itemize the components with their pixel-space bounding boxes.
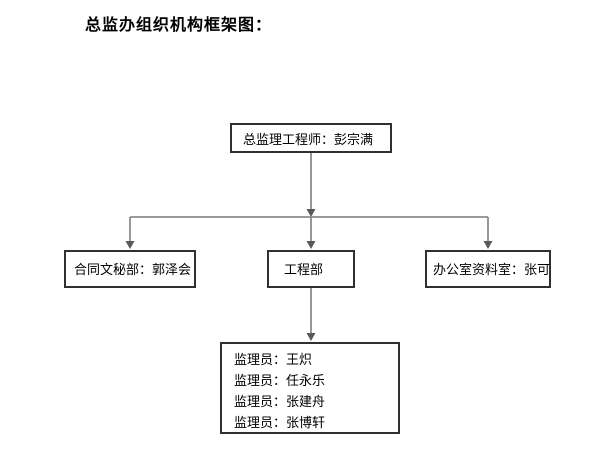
node-label: 合同文秘部：郭泽会 xyxy=(74,262,192,277)
node-label: 办公室资料室：张可 xyxy=(433,262,551,277)
arrow-down-icon xyxy=(125,241,135,249)
node-engineering-dept: 工程部 xyxy=(267,250,355,288)
supervisor-entry: 监理员：张建舟 xyxy=(234,394,326,409)
node-contract-secretary-dept: 合同文秘部：郭泽会 xyxy=(64,250,196,288)
arrow-down-icon xyxy=(306,209,316,217)
node-label: 总监理工程师：彭宗满 xyxy=(243,131,374,147)
supervisor-entry: 监理员：王炽 xyxy=(234,352,313,367)
node-chief-supervising-engineer: 总监理工程师：彭宗满 xyxy=(230,123,392,153)
arrow-down-icon xyxy=(306,333,316,341)
arrow-down-icon xyxy=(483,241,493,249)
node-office-archives-room: 办公室资料室：张可 xyxy=(425,250,551,288)
node-label: 工程部 xyxy=(284,262,324,277)
arrow-down-icon xyxy=(306,241,316,249)
supervisor-entry: 监理员：张博轩 xyxy=(234,415,326,430)
page-title: 总监办组织机构框架图： xyxy=(85,17,273,34)
supervisor-entry: 监理员：任永乐 xyxy=(234,373,326,388)
node-supervisors-list: 监理员：王炽 监理员：任永乐 监理员：张建舟 监理员：张博轩 xyxy=(220,342,400,434)
